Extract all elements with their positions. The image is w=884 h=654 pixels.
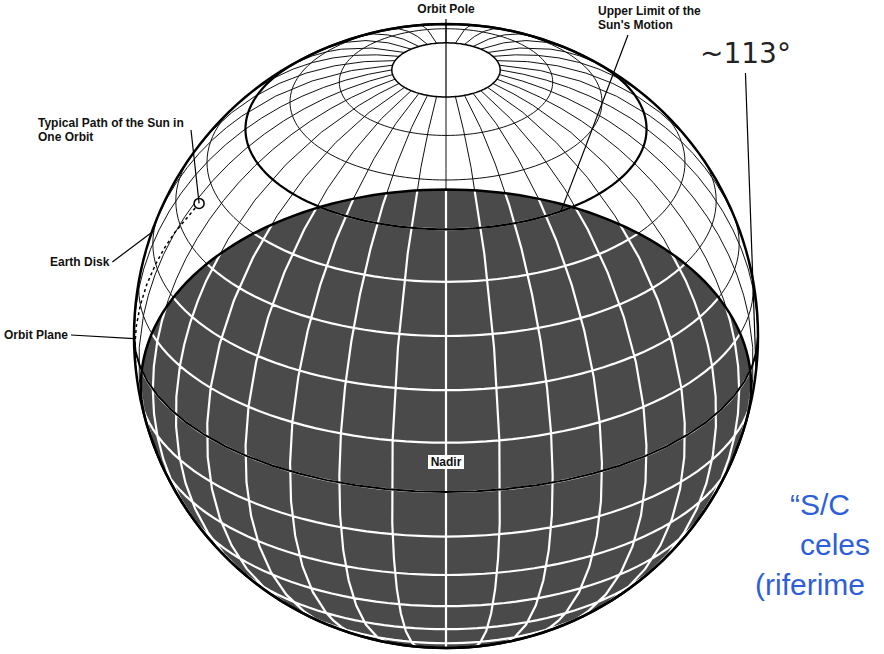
leader-line [191, 130, 199, 203]
callout-label: Earth Disk [50, 255, 109, 269]
earth-grid [134, 24, 758, 648]
sphere-grid [134, 24, 758, 648]
graticule [134, 24, 758, 648]
callout-label: Typical Path of the Sun in One Orbit [38, 116, 188, 144]
slide-text: “S/C [790, 488, 850, 522]
slide-text: (riferime [755, 568, 865, 602]
angle-annotation: ~113° [700, 38, 791, 70]
leader-line [561, 35, 628, 211]
leader-line [745, 73, 756, 370]
slide-text: celes [800, 528, 870, 562]
callout-label: Upper Limit of the Sun's Motion [598, 4, 716, 32]
sphere-fill [134, 24, 758, 648]
leader-line [71, 335, 134, 339]
leader-line [445, 19, 446, 97]
orbit-plane [134, 336, 758, 492]
leader-line [112, 231, 154, 262]
sphere-outline [134, 24, 758, 648]
callout-label: Orbit Pole [417, 2, 474, 16]
sun-path [135, 203, 199, 369]
callout-label: Nadir [428, 455, 465, 469]
earth-disk-outline [141, 190, 751, 648]
callout-label: Orbit Plane [4, 328, 68, 342]
leader-lines [71, 19, 756, 370]
